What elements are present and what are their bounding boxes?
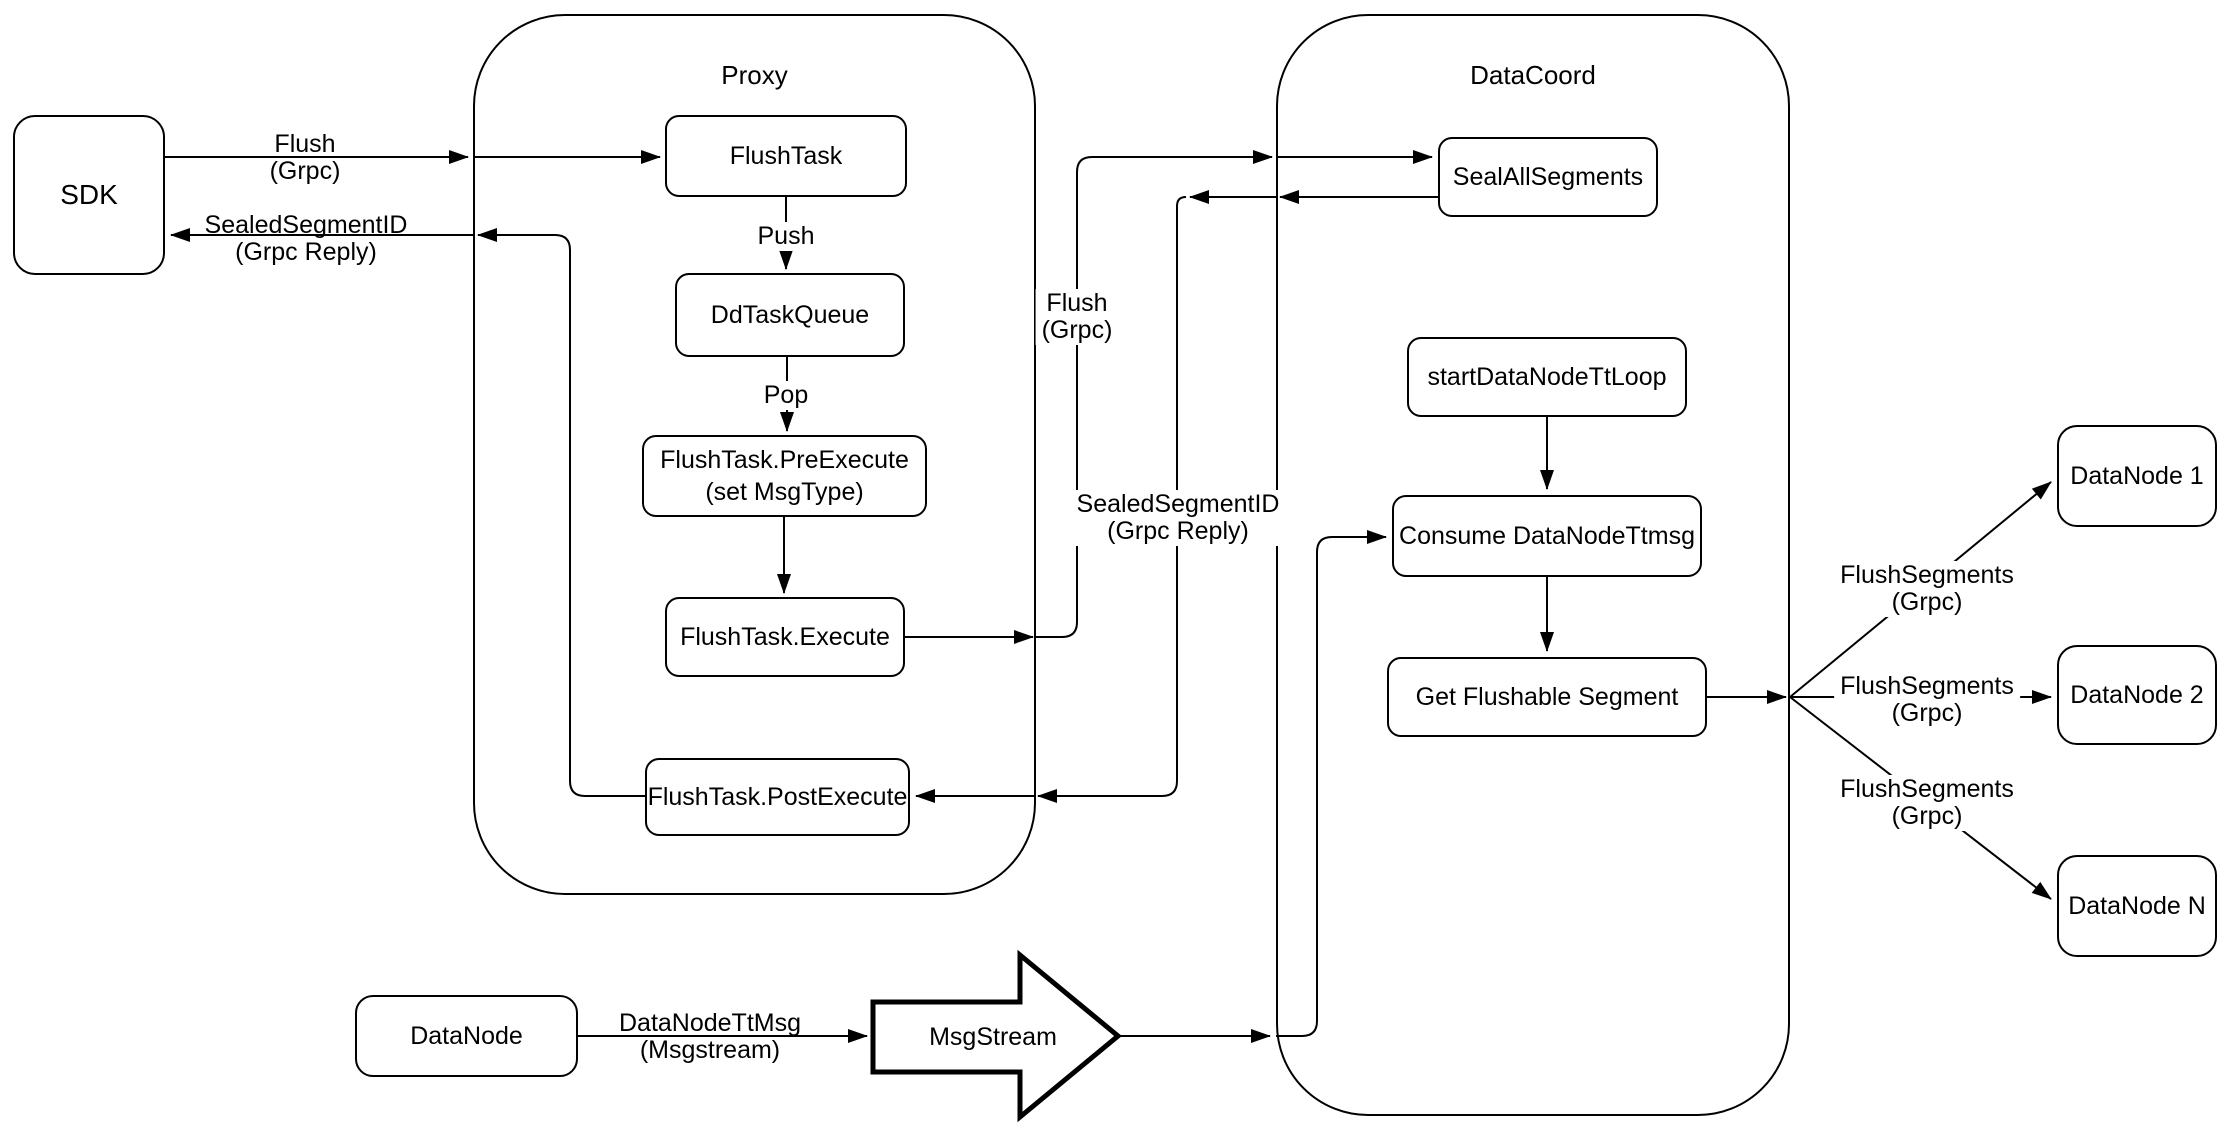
node-flushtask-execute: FlushTask.Execute bbox=[665, 597, 905, 677]
datacoord-container-label: DataCoord bbox=[1470, 60, 1596, 90]
label-pop-text: Pop bbox=[763, 381, 809, 409]
label-flushsegments-1-line1: FlushSegments bbox=[1840, 561, 2014, 589]
node-sdk: SDK bbox=[13, 115, 165, 275]
node-flushtask-label: FlushTask bbox=[729, 142, 843, 170]
label-flushsegments-3: FlushSegments (Grpc) bbox=[1834, 775, 2020, 831]
label-pop: Pop bbox=[757, 381, 815, 410]
label-push-text: Push bbox=[757, 222, 815, 250]
label-sealedsegmentid-reply-line1: SealedSegmentID bbox=[1076, 490, 1280, 518]
label-flush-grpc-datacoord-line2: (Grpc) bbox=[1041, 316, 1113, 344]
node-flushtask-preexecute-line1: FlushTask.PreExecute bbox=[660, 446, 909, 474]
label-push: Push bbox=[751, 222, 821, 251]
edge-flush-up-to-datacoord bbox=[1036, 150, 1273, 638]
node-startdatanodettloop-label: startDataNodeTtLoop bbox=[1427, 363, 1667, 391]
msgstream-label: MsgStream bbox=[918, 1006, 1068, 1068]
node-sealallsegments: SealAllSegments bbox=[1438, 137, 1658, 217]
node-flushtask-preexecute: FlushTask.PreExecute (set MsgType) bbox=[642, 435, 927, 517]
label-flushsegments-1-line2: (Grpc) bbox=[1891, 588, 1963, 616]
msgstream-arrow-shape bbox=[870, 949, 1122, 1123]
node-get-flushable-segment: Get Flushable Segment bbox=[1387, 657, 1707, 737]
node-datanode-source: DataNode bbox=[355, 995, 578, 1077]
label-sealedsegmentid-reply: SealedSegmentID (Grpc Reply) bbox=[1070, 490, 1286, 546]
node-ddtaskqueue-label: DdTaskQueue bbox=[710, 301, 870, 329]
node-flushtask-postexecute: FlushTask.PostExecute bbox=[645, 758, 910, 836]
label-sealedsegmentid-reply-line2: (Grpc Reply) bbox=[1107, 517, 1249, 545]
edge-ttmsg-up-to-consume bbox=[1276, 530, 1387, 1037]
label-sealedsegmentid-sdk-line2: (Grpc Reply) bbox=[235, 238, 377, 266]
node-flushtask: FlushTask bbox=[665, 115, 907, 197]
node-datanode-1-label: DataNode 1 bbox=[2070, 462, 2204, 490]
node-consume-datanodettmsg-label: Consume DataNodeTtmsg bbox=[1399, 522, 1695, 550]
label-flush-grpc-sdk: Flush (Grpc) bbox=[270, 131, 341, 185]
proxy-container-label: Proxy bbox=[721, 60, 788, 90]
node-datanode-1: DataNode 1 bbox=[2057, 425, 2217, 527]
label-flush-grpc-sdk-line1: Flush bbox=[274, 130, 336, 158]
label-sealedsegmentid-sdk: SealedSegmentID (Grpc Reply) bbox=[205, 212, 408, 266]
label-flushsegments-2-line1: FlushSegments bbox=[1840, 672, 2014, 700]
edge-reply-down-to-proxy bbox=[1037, 196, 1187, 803]
node-ddtaskqueue: DdTaskQueue bbox=[675, 273, 905, 357]
label-flushsegments-3-line1: FlushSegments bbox=[1840, 775, 2014, 803]
node-sealallsegments-label: SealAllSegments bbox=[1452, 163, 1644, 191]
label-flushsegments-3-line2: (Grpc) bbox=[1891, 802, 1963, 830]
label-datanodettmsg-line2: (Msgstream) bbox=[639, 1036, 781, 1064]
edge-postexecute-to-proxy-edge bbox=[477, 228, 645, 797]
label-flushsegments-2: FlushSegments (Grpc) bbox=[1834, 672, 2020, 728]
node-datanode-n-label: DataNode N bbox=[2068, 892, 2206, 920]
node-datanode-source-label: DataNode bbox=[410, 1022, 523, 1050]
label-flush-grpc-sdk-line2: (Grpc) bbox=[269, 157, 341, 185]
label-flush-grpc-datacoord-line1: Flush bbox=[1046, 289, 1108, 317]
node-flushtask-execute-label: FlushTask.Execute bbox=[680, 623, 890, 651]
label-flushsegments-1: FlushSegments (Grpc) bbox=[1834, 561, 2020, 617]
label-datanodettmsg: DataNodeTtMsg (Msgstream) bbox=[619, 1010, 801, 1064]
node-sdk-label: SDK bbox=[60, 179, 118, 210]
node-get-flushable-segment-label: Get Flushable Segment bbox=[1415, 683, 1679, 711]
datacoord-container bbox=[1276, 14, 1790, 1116]
node-datanode-n: DataNode N bbox=[2057, 855, 2217, 957]
msgstream-label-text: MsgStream bbox=[929, 1022, 1057, 1051]
node-datanode-2-label: DataNode 2 bbox=[2070, 681, 2204, 709]
node-consume-datanodettmsg: Consume DataNodeTtmsg bbox=[1392, 495, 1702, 577]
label-sealedsegmentid-sdk-line1: SealedSegmentID bbox=[204, 211, 408, 239]
node-flushtask-preexecute-line2: (set MsgType) bbox=[705, 478, 864, 506]
label-datanodettmsg-line1: DataNodeTtMsg bbox=[618, 1009, 802, 1037]
node-datanode-2: DataNode 2 bbox=[2057, 645, 2217, 745]
node-flushtask-postexecute-label: FlushTask.PostExecute bbox=[647, 783, 908, 811]
label-flushsegments-2-line2: (Grpc) bbox=[1891, 699, 1963, 727]
label-flush-grpc-datacoord: Flush (Grpc) bbox=[1035, 289, 1119, 345]
node-startdatanodettloop: startDataNodeTtLoop bbox=[1407, 337, 1687, 417]
proxy-container bbox=[473, 14, 1036, 895]
